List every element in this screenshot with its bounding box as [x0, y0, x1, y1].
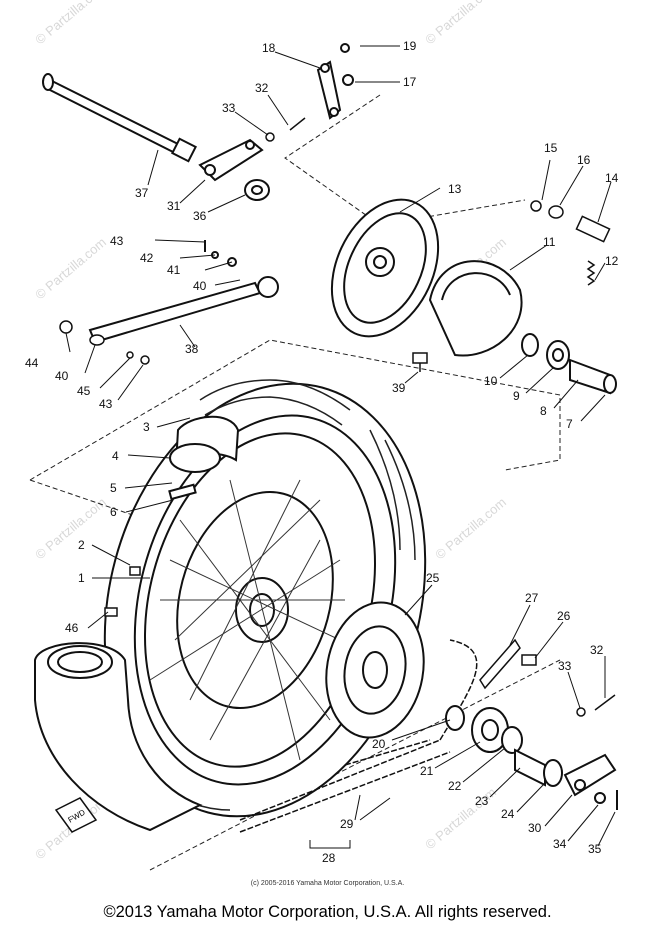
callout-6: 6 — [110, 505, 117, 519]
watermark: © Partzilla.com — [432, 494, 509, 562]
sprocket-hub-parts — [445, 705, 618, 810]
callout-40: 40 — [55, 369, 69, 383]
spokes — [149, 479, 345, 761]
brake-arm — [316, 43, 354, 120]
callout-36: 36 — [193, 209, 207, 223]
diagram-copyright: (c) 2005-2016 Yamaha Motor Corporation, … — [250, 880, 405, 887]
collar — [244, 179, 270, 201]
callout-7: 7 — [566, 417, 573, 431]
callout-8: 8 — [540, 404, 547, 418]
callout-46: 46 — [65, 621, 79, 635]
callout-32: 32 — [590, 643, 604, 657]
callout-25: 25 — [426, 571, 440, 585]
callout-29: 29 — [340, 817, 354, 831]
brake-cam — [530, 200, 611, 243]
watermark: © Partzilla.com — [32, 494, 109, 562]
callout-28: 28 — [322, 851, 336, 865]
brake-shoes — [428, 260, 523, 357]
callout-33: 33 — [558, 659, 572, 673]
callout-26: 26 — [557, 609, 571, 623]
callout-12: 12 — [605, 254, 619, 268]
callout-37: 37 — [135, 186, 149, 200]
chain-guard-bracket — [479, 638, 537, 690]
callout-23: 23 — [475, 794, 489, 808]
callout-19: 19 — [403, 39, 417, 53]
callout-41: 41 — [167, 263, 181, 277]
callout-16: 16 — [577, 153, 591, 167]
drive-chain — [239, 639, 478, 833]
forward-arrow-icon: FWD — [54, 797, 98, 833]
callout-32: 32 — [255, 81, 269, 95]
callout-20: 20 — [372, 737, 386, 751]
rear-sprocket — [325, 601, 425, 739]
brake-shoe-plate — [330, 198, 440, 338]
callout-5: 5 — [110, 481, 117, 495]
tension-bar — [88, 240, 279, 344]
watermark: © Partzilla.com — [32, 0, 109, 47]
callout-27: 27 — [525, 591, 539, 605]
hub-bearing — [521, 333, 617, 395]
callout-42: 42 — [140, 251, 154, 265]
callout-21: 21 — [420, 764, 434, 778]
chain-puller-left — [198, 138, 264, 182]
callout-2: 2 — [78, 538, 85, 552]
callout-40: 40 — [193, 279, 207, 293]
callout-43: 43 — [99, 397, 113, 411]
callout-22: 22 — [448, 779, 462, 793]
callout-34: 34 — [553, 837, 567, 851]
callout-17: 17 — [403, 75, 417, 89]
callout-13: 13 — [448, 182, 462, 196]
callout-31: 31 — [167, 199, 181, 213]
leader-lines — [65, 45, 616, 849]
tire-section — [34, 642, 203, 832]
callout-1: 1 — [78, 571, 85, 585]
copyright-footer: ©2013 Yamaha Motor Corporation, U.S.A. A… — [103, 903, 552, 921]
callout-33: 33 — [222, 101, 236, 115]
callout-4: 4 — [112, 449, 119, 463]
callout-18: 18 — [262, 41, 276, 55]
callout-35: 35 — [588, 842, 602, 856]
callout-14: 14 — [605, 171, 619, 185]
callout-11: 11 — [543, 235, 556, 249]
callout-30: 30 — [528, 821, 542, 835]
watermark: © Partzilla.com — [422, 0, 499, 47]
tube — [168, 415, 240, 501]
callout-9: 9 — [513, 389, 520, 403]
callout-39: 39 — [392, 381, 406, 395]
callout-44: 44 — [25, 356, 39, 370]
hub-bolts — [104, 566, 141, 617]
bolt — [412, 352, 428, 372]
callout-43: 43 — [110, 234, 124, 248]
callout-10: 10 — [484, 374, 498, 388]
callout-labels: 18 19 17 32 33 37 31 36 13 15 16 14 11 1… — [25, 39, 619, 865]
torque-rod-fasteners — [59, 320, 150, 365]
adjust-bolt-right — [576, 694, 616, 717]
callout-24: 24 — [501, 807, 515, 821]
callout-15: 15 — [544, 141, 558, 155]
rear-axle — [42, 73, 197, 163]
callout-38: 38 — [185, 342, 199, 356]
watermark: © Partzilla.com — [32, 234, 109, 302]
callout-45: 45 — [77, 384, 91, 398]
callout-3: 3 — [143, 420, 150, 434]
return-spring — [586, 260, 596, 286]
